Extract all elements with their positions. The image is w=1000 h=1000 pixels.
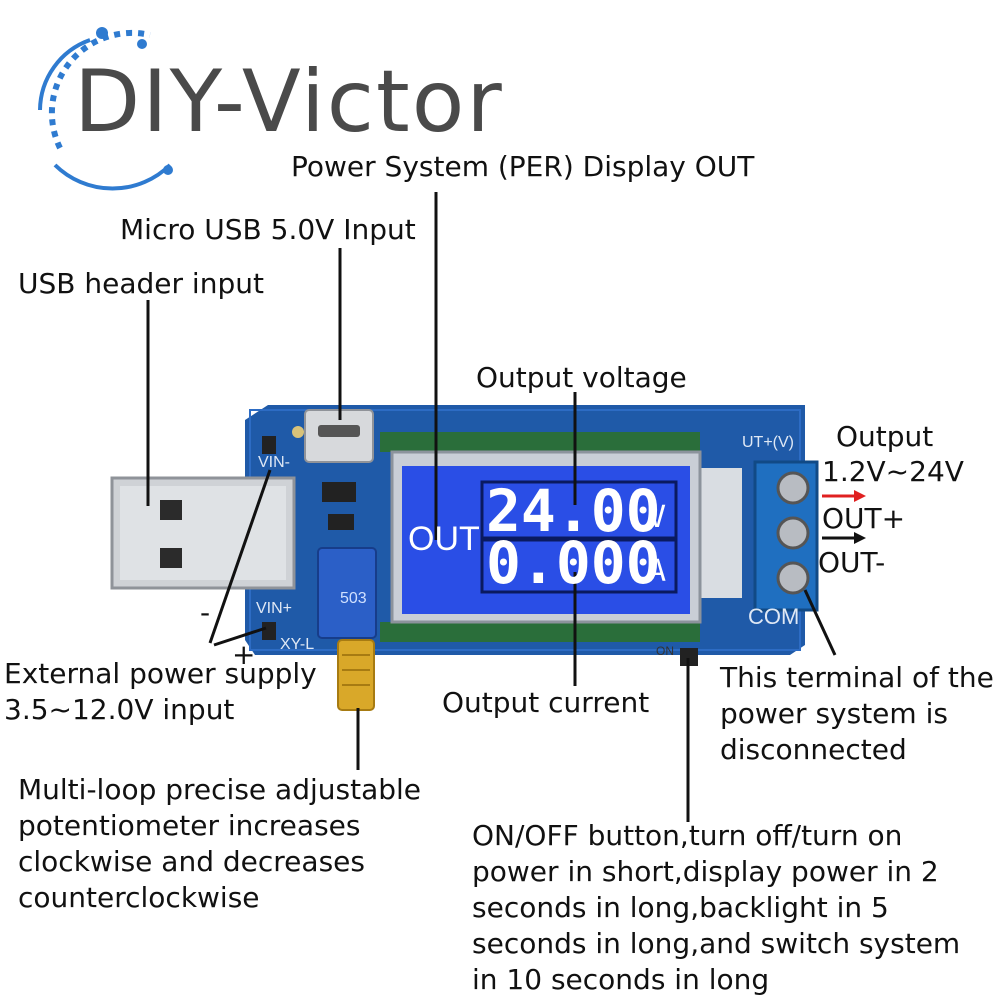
lcd-current-value: 0.000 bbox=[486, 529, 661, 597]
label-output-voltage: Output voltage bbox=[476, 361, 687, 394]
brand-name: DIY-Victor bbox=[74, 52, 504, 152]
silk-model: XY-L bbox=[280, 636, 315, 653]
label-plus-sign: + bbox=[232, 638, 256, 671]
label-micro-usb: Micro USB 5.0V Input bbox=[120, 213, 416, 246]
onoff-button bbox=[680, 648, 698, 666]
label-out-minus: OUT- bbox=[818, 546, 886, 579]
potentiometer-body bbox=[317, 547, 377, 639]
usb-hole-bottom bbox=[160, 548, 182, 568]
label-external-power: External power supply 3.5~12.0V input bbox=[4, 657, 317, 726]
label-minus-sign: - bbox=[200, 596, 211, 629]
silk-com: COM bbox=[748, 604, 800, 629]
lcd-current-unit: A bbox=[648, 554, 667, 589]
lcd-voltage-unit: V bbox=[648, 500, 667, 535]
label-usb-header: USB header input bbox=[18, 267, 264, 300]
label-potentiometer: Multi-loop precise adjustable potentiome… bbox=[18, 773, 422, 914]
silk-pot-code: 503 bbox=[340, 590, 367, 607]
label-power-display: Power System (PER) Display OUT bbox=[291, 150, 755, 183]
lcd-voltage-value: 24.00 bbox=[486, 477, 661, 545]
silk-vin-plus: VIN+ bbox=[256, 600, 293, 617]
potentiometer-screw bbox=[337, 639, 375, 711]
label-terminal-note: This terminal of the power system is dis… bbox=[720, 661, 994, 766]
lcd-mode: OUT bbox=[408, 520, 480, 558]
usb-hole-top bbox=[160, 500, 182, 520]
silk-vin-minus: VIN- bbox=[258, 454, 290, 471]
red-arrow-icon bbox=[854, 490, 866, 502]
silk-on: ON bbox=[656, 644, 674, 658]
label-output-range-title: Output bbox=[836, 420, 934, 453]
label-button-note: ON/OFF button,turn off/turn on power in … bbox=[472, 819, 961, 996]
label-out-plus: OUT+ bbox=[822, 502, 906, 535]
label-output-range-value: 1.2V~24V bbox=[822, 455, 964, 488]
logo-ring-icon bbox=[38, 27, 173, 191]
label-output-current: Output current bbox=[442, 686, 650, 719]
silk-out-v: UT+(V) bbox=[742, 434, 794, 451]
